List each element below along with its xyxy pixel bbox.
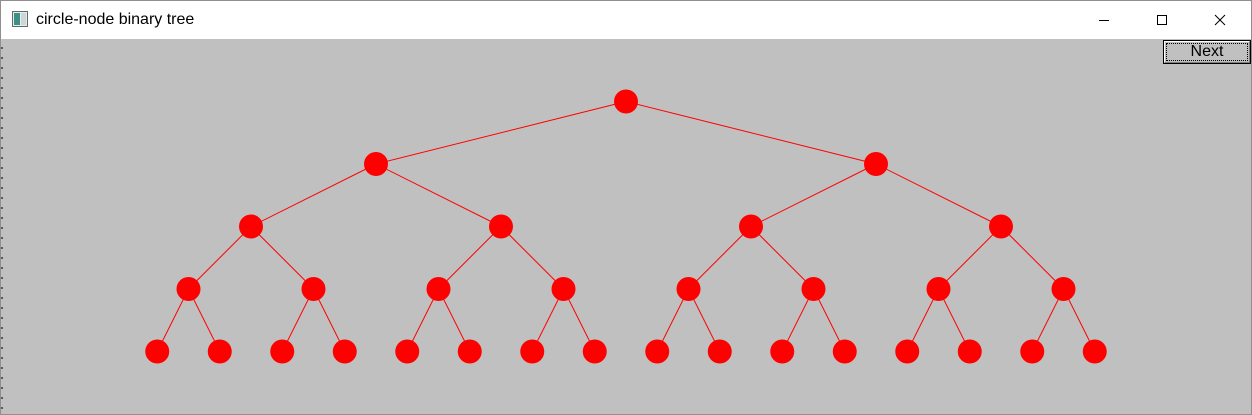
tree-node-leaf bbox=[957, 339, 982, 364]
tree-node bbox=[1051, 277, 1076, 301]
tree-edge bbox=[750, 226, 814, 290]
tree-node bbox=[801, 277, 826, 301]
tree-node-leaf bbox=[582, 339, 607, 364]
tree-edge bbox=[375, 163, 502, 227]
drawing-canvas: Next bbox=[1, 39, 1251, 414]
tree-edge bbox=[500, 226, 564, 290]
tree-edge bbox=[438, 226, 502, 290]
tree-node bbox=[426, 277, 451, 301]
next-button-label: Next bbox=[1190, 43, 1224, 60]
tree-node bbox=[489, 214, 513, 239]
tree-node-leaf bbox=[707, 339, 732, 364]
tree-node-leaf bbox=[895, 339, 920, 364]
tree-node-leaf bbox=[1020, 339, 1045, 364]
tree-nodes bbox=[145, 89, 1107, 364]
tree-node-leaf bbox=[457, 339, 482, 364]
tree-node bbox=[739, 214, 763, 239]
tree-node bbox=[301, 277, 326, 301]
window-controls bbox=[1075, 1, 1249, 39]
tree-edges bbox=[156, 101, 1096, 352]
tree-node bbox=[989, 214, 1013, 239]
close-button[interactable] bbox=[1191, 1, 1249, 39]
tree-edge bbox=[625, 101, 877, 165]
left-edge-ticks bbox=[1, 39, 3, 414]
tree-node-leaf bbox=[1082, 339, 1107, 364]
tree-node-leaf bbox=[520, 339, 545, 364]
minimize-icon bbox=[1099, 20, 1109, 21]
tree-node-leaf bbox=[832, 339, 857, 364]
tree-edge bbox=[688, 226, 752, 290]
tree-edge bbox=[750, 163, 877, 227]
app-window-icon[interactable] bbox=[12, 11, 28, 27]
tree-edge bbox=[250, 163, 377, 227]
close-icon bbox=[1214, 14, 1226, 26]
tree-node bbox=[676, 277, 701, 301]
tree-edge bbox=[1000, 226, 1064, 290]
tree-node bbox=[864, 152, 888, 176]
tree-node bbox=[364, 152, 388, 176]
title-bar[interactable]: circle-node binary tree bbox=[1, 1, 1251, 39]
tree-node bbox=[551, 277, 576, 301]
minimize-button[interactable] bbox=[1075, 1, 1133, 39]
tree-node-leaf bbox=[770, 339, 795, 364]
maximize-icon bbox=[1157, 15, 1167, 25]
tree-node-leaf bbox=[207, 339, 232, 364]
tree-edge bbox=[875, 163, 1002, 227]
tree-node-leaf bbox=[645, 339, 670, 364]
window-title: circle-node binary tree bbox=[36, 11, 195, 28]
tree-node-leaf bbox=[145, 339, 170, 364]
next-button-bevel bbox=[1164, 41, 1250, 63]
maximize-button[interactable] bbox=[1133, 1, 1191, 39]
tree-edge bbox=[938, 226, 1002, 290]
next-button-focus-rect bbox=[1166, 43, 1248, 61]
tree-edge bbox=[250, 226, 314, 290]
tree-node-leaf bbox=[332, 339, 357, 364]
next-button[interactable]: Next bbox=[1163, 40, 1251, 64]
tree-node-leaf bbox=[395, 339, 420, 364]
tree-node bbox=[926, 277, 951, 301]
binary-tree-diagram bbox=[145, 89, 1107, 364]
tree-edge bbox=[188, 226, 252, 290]
tree-node-leaf bbox=[270, 339, 295, 364]
tree-edge bbox=[375, 101, 627, 165]
tree-node bbox=[239, 214, 263, 239]
tree-node-root bbox=[614, 89, 638, 114]
tree-node bbox=[176, 277, 201, 301]
